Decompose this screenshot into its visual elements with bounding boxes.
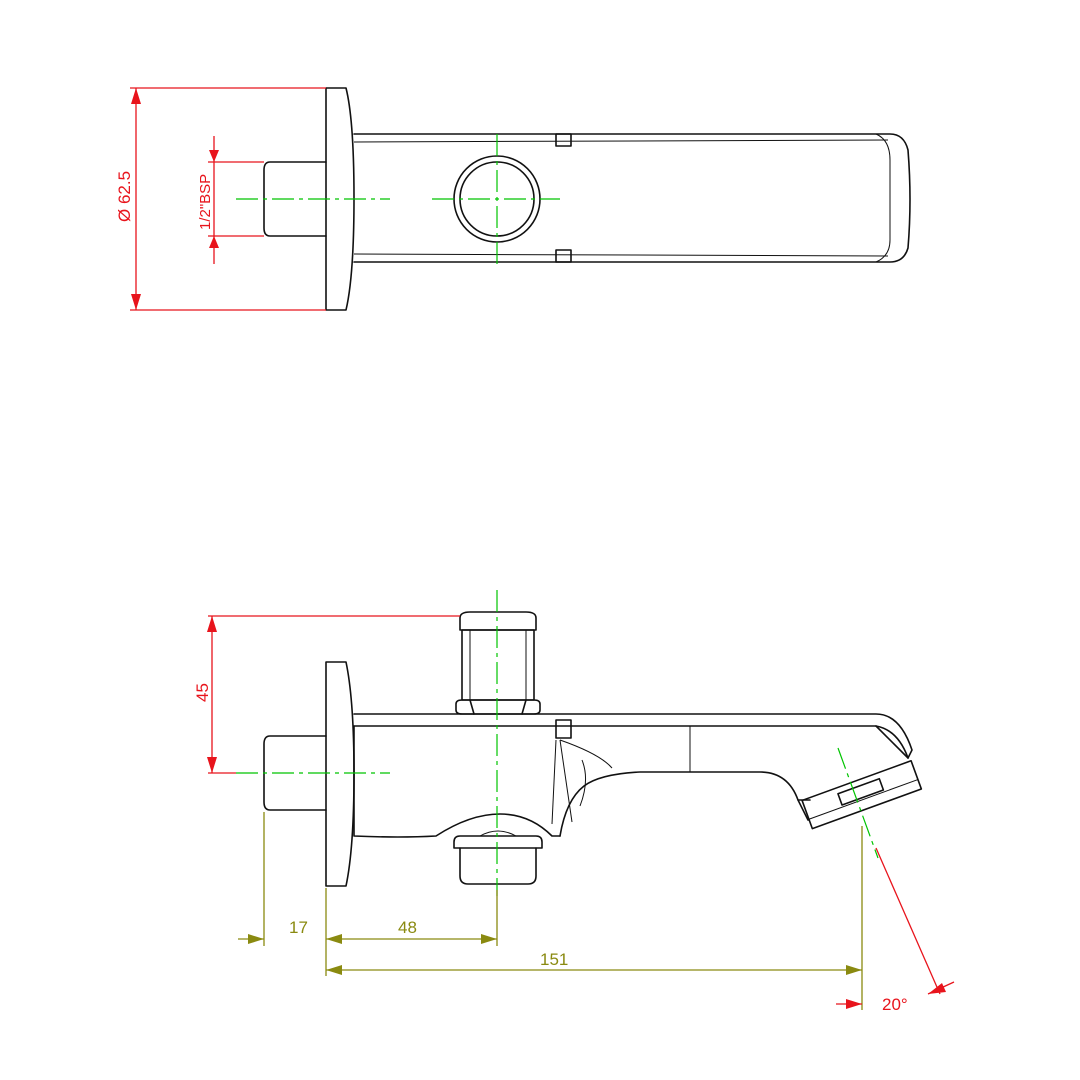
thread-dimension: 1/2"BSP <box>197 136 264 264</box>
top-flange <box>325 87 355 311</box>
side-diverter-knob <box>455 611 541 715</box>
side-spout-outlet <box>801 759 923 830</box>
length-a-label: 17 <box>289 918 308 937</box>
top-spout-body <box>353 133 911 263</box>
diameter-label: Ø 62.5 <box>115 171 134 222</box>
side-spout-body <box>353 713 913 759</box>
height-dimension: 45 <box>193 615 460 774</box>
diameter-dimension: Ø 62.5 <box>115 87 326 311</box>
length-total-label: 151 <box>540 950 568 969</box>
side-tab <box>555 719 572 739</box>
side-flange <box>325 661 355 887</box>
length-b-label: 48 <box>398 918 417 937</box>
side-view: 45 17 48 151 <box>193 590 955 1014</box>
top-view: Ø 62.5 1/2"BSP <box>115 87 911 311</box>
angle-dimension: 20° <box>836 847 955 1014</box>
length-dimensions: 17 48 151 <box>238 812 863 1010</box>
thread-label: 1/2"BSP <box>197 174 214 230</box>
top-tab-lower <box>555 249 572 263</box>
side-bottom-outlet <box>453 830 543 885</box>
height-label: 45 <box>193 683 212 702</box>
top-tab-upper <box>555 133 572 147</box>
angle-label: 20° <box>882 995 908 1014</box>
